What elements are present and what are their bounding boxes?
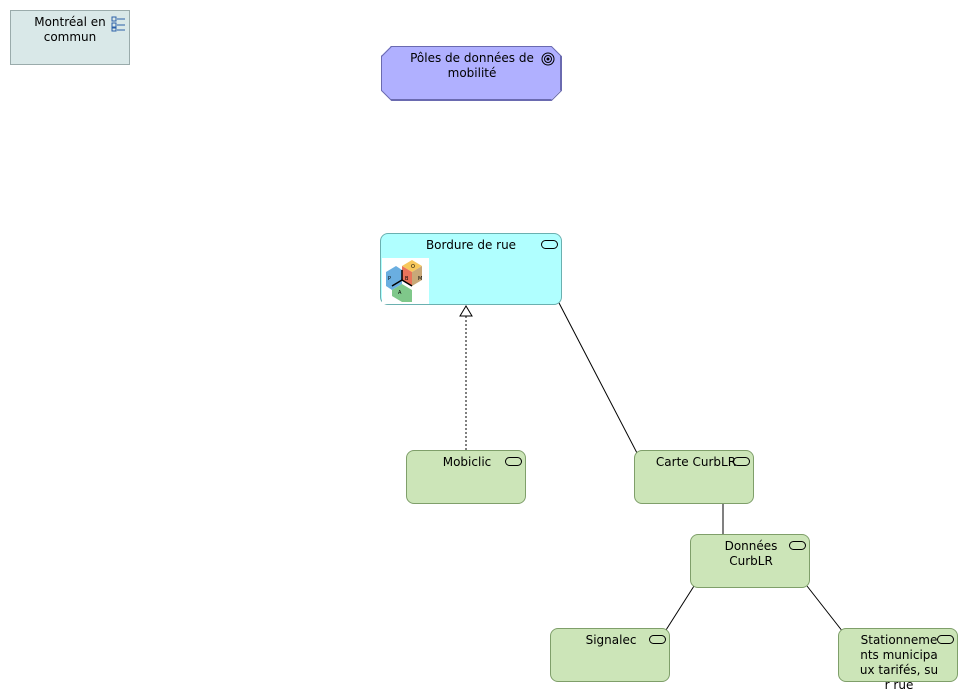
svg-text:P: P <box>388 276 391 282</box>
grouping-label: Montréal en commun <box>34 15 106 44</box>
service-icon <box>937 635 954 644</box>
association-line-donnees-stationnements <box>806 585 844 633</box>
service-mobiclic[interactable]: Mobiclic <box>406 450 526 504</box>
svg-text:M: M <box>418 276 422 282</box>
goal-outline <box>381 46 562 101</box>
logo-icon: O P B M A <box>382 258 429 304</box>
goal-poles-de-donnees[interactable]: Pôles de données de mobilité <box>381 46 561 100</box>
service-icon <box>789 541 806 550</box>
realization-arrowhead <box>459 305 473 317</box>
svg-text:O: O <box>411 264 415 270</box>
service-bordure-de-rue[interactable]: Bordure de rue O P B M A <box>380 233 562 305</box>
grouping-icon <box>111 16 125 32</box>
service-signalec[interactable]: Signalec <box>550 628 670 682</box>
service-stationnements[interactable]: Stationnements municipaux tarifés, sur r… <box>838 628 958 692</box>
service-icon <box>541 240 558 249</box>
service-icon <box>733 457 750 466</box>
service-label: Données CurbLR <box>724 539 778 568</box>
association-line-bordure-carte <box>557 300 638 454</box>
grouping-montreal-en-commun[interactable]: Montréal en commun <box>10 10 130 65</box>
service-label: Bordure de rue <box>425 238 517 252</box>
service-label: Mobiclic <box>442 455 492 469</box>
target-icon <box>541 52 555 66</box>
service-label: Signalec <box>585 633 637 647</box>
service-label: Carte CurbLR <box>655 455 737 469</box>
service-label: Stationnements municipaux tarifés, sur r… <box>859 633 939 692</box>
service-donnees-curblr[interactable]: Données CurbLR <box>690 534 810 588</box>
goal-label: Pôles de données de mobilité <box>410 51 534 80</box>
svg-text:B: B <box>405 276 409 282</box>
service-carte-curblr[interactable]: Carte CurbLR <box>634 450 754 504</box>
association-line-donnees-signalec <box>665 585 695 631</box>
service-icon <box>649 635 666 644</box>
service-icon <box>505 457 522 466</box>
svg-text:A: A <box>398 290 402 296</box>
